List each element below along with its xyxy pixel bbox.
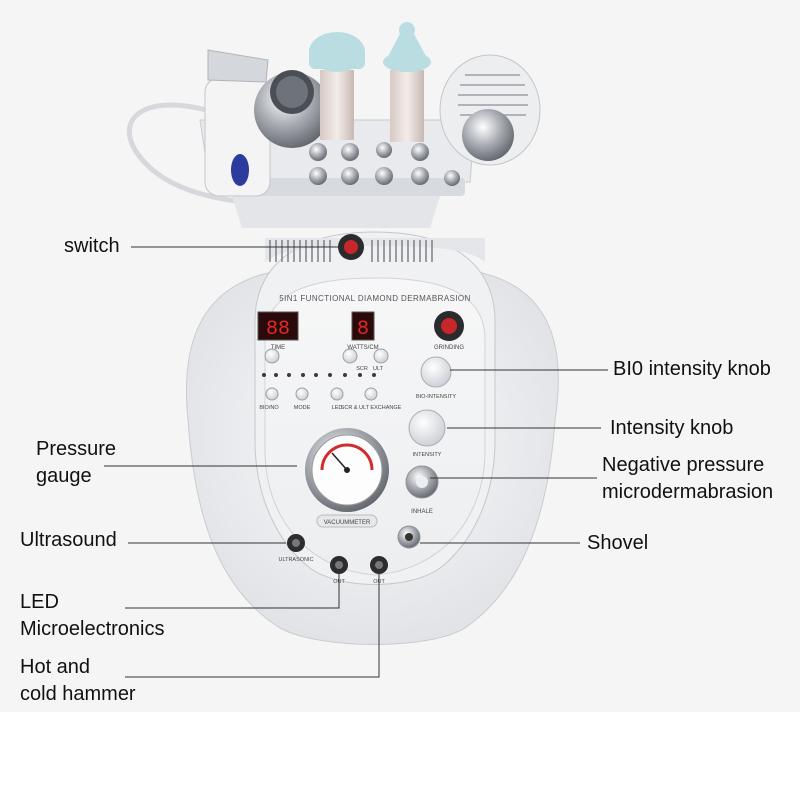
- inhale-port[interactable]: INHALE: [405, 465, 439, 515]
- leader-lines: [104, 246, 608, 678]
- svg-text:BIO-INTENSITY: BIO-INTENSITY: [416, 394, 456, 400]
- svg-text:VACUUMMETER: VACUUMMETER: [324, 520, 371, 526]
- callout-negative-pressure: Negative pressure microdermabrasion: [602, 454, 774, 503]
- callout-shovel: Shovel: [587, 532, 649, 554]
- svg-text:88: 88: [266, 318, 290, 341]
- svg-text:ULT: ULT: [373, 366, 384, 372]
- svg-text:INTENSITY: INTENSITY: [413, 452, 442, 458]
- svg-text:GRINDING: GRINDING: [434, 345, 464, 351]
- vacuum-tubes: [309, 22, 431, 142]
- ultrasonic-handpiece: [204, 49, 271, 197]
- bio-roller-handpiece: [254, 70, 330, 148]
- svg-text:LED: LED: [332, 405, 343, 411]
- svg-text:SCR & ULT EXCHANGE: SCR & ULT EXCHANGE: [341, 405, 402, 411]
- pressure-gauge: VACUUMMETER: [305, 428, 389, 528]
- bio-intensity-knob[interactable]: BIO-INTENSITY: [416, 356, 456, 400]
- svg-text:TIME: TIME: [271, 345, 285, 351]
- svg-text:BIO/NO: BIO/NO: [259, 405, 279, 411]
- callout-pressure-gauge: Pressure gauge: [36, 438, 117, 487]
- svg-text:SCR: SCR: [356, 366, 368, 372]
- svg-text:INHALE: INHALE: [411, 509, 433, 515]
- grinding-switch[interactable]: GRINDING: [434, 311, 464, 351]
- leader-hammer: [125, 574, 380, 678]
- callout-intensity-knob: Intensity knob: [610, 417, 734, 439]
- callout-hot-cold-hammer: Hot and cold hammer: [20, 656, 136, 705]
- device-title: 5IN1 FUNCTIONAL DIAMOND DERMABRASION: [279, 294, 470, 303]
- svg-text:MODE: MODE: [294, 405, 311, 411]
- panel-buttons[interactable]: [264, 348, 389, 401]
- ultrasonic-socket[interactable]: ULTRASONIC: [278, 534, 314, 563]
- callout-bio-intensity-knob: BI0 intensity knob: [613, 358, 771, 380]
- hammer-handpiece: [439, 54, 541, 166]
- shovel-socket[interactable]: [397, 525, 421, 549]
- intensity-knob[interactable]: INTENSITY: [408, 409, 446, 458]
- power-switch-area: [269, 234, 433, 262]
- watts-display: 8 WATTS/CM: [347, 311, 379, 351]
- button-labels: BIO/NO MODE LED SCR & ULT EXCHANGE SCR U…: [259, 366, 401, 411]
- callout-led-microelectronics: LED Microelectronics: [20, 591, 165, 640]
- svg-text:8: 8: [357, 318, 369, 341]
- indicator-leds: [262, 373, 376, 377]
- callout-ultrasound: Ultrasound: [20, 529, 117, 551]
- svg-text:WATTS/CM: WATTS/CM: [347, 345, 378, 351]
- callout-switch: switch: [64, 235, 120, 257]
- svg-text:ULTRASONIC: ULTRASONIC: [278, 557, 313, 563]
- leader-led: [125, 574, 340, 609]
- time-display: 88 TIME: [257, 311, 299, 351]
- diamond-tips: [309, 142, 460, 186]
